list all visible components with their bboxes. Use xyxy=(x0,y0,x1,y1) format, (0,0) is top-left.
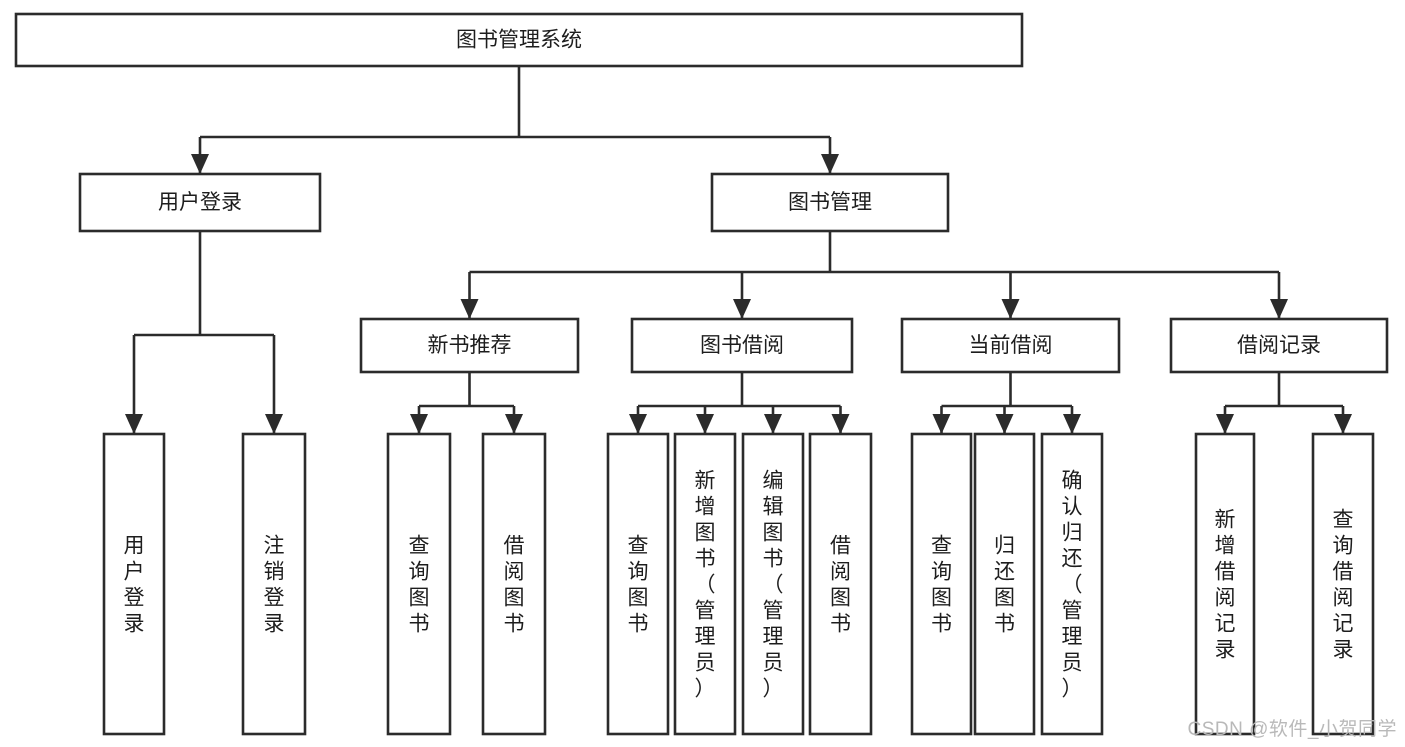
node-leaf-query-book-1-label: 查询图书 xyxy=(409,534,430,635)
node-leaf-user-logout-box[interactable] xyxy=(241,432,307,736)
node-leaf-add-record-label: 新增借阅记录 xyxy=(1215,508,1236,661)
arrow-head-icon xyxy=(696,414,714,434)
node-borrow-record[interactable]: 借阅记录 xyxy=(1169,317,1389,374)
node-leaf-user-logout[interactable]: 注销登录 xyxy=(241,432,307,736)
node-leaf-query-book-2-label: 查询图书 xyxy=(628,534,649,635)
node-leaf-edit-book-box[interactable] xyxy=(741,432,805,736)
arrow-head-icon xyxy=(1001,299,1020,319)
arrow-head-icon xyxy=(125,414,143,434)
node-leaf-query-record-box[interactable] xyxy=(1311,432,1375,736)
node-leaf-return-book-label: 归还图书 xyxy=(994,534,1015,635)
node-leaf-borrow-book-1[interactable]: 借阅图书 xyxy=(481,432,547,736)
arrow-head-icon xyxy=(764,414,782,434)
node-user-login-box[interactable] xyxy=(78,172,322,233)
node-root-root[interactable]: 图书管理系统 xyxy=(14,12,1024,68)
arrow-head-icon xyxy=(831,414,850,434)
arrow-head-icon xyxy=(932,414,951,434)
connector-edges xyxy=(125,66,1352,434)
node-leaf-confirm-return[interactable]: 确认归还（管理员） xyxy=(1040,432,1104,736)
node-leaf-query-book-2-box[interactable] xyxy=(606,432,670,736)
node-current-borrow-label: 当前借阅 xyxy=(969,334,1053,357)
node-borrow-record-box[interactable] xyxy=(1169,317,1389,374)
node-book-borrow[interactable]: 图书借阅 xyxy=(630,317,854,374)
node-borrow-record-label: 借阅记录 xyxy=(1237,334,1321,357)
node-leaf-query-book-2[interactable]: 查询图书 xyxy=(606,432,670,736)
arrow-head-icon xyxy=(629,414,647,434)
node-leaf-add-book[interactable]: 新增图书（管理员） xyxy=(673,432,737,736)
arrow-head-icon xyxy=(191,154,209,174)
arrow-head-icon xyxy=(1270,299,1288,319)
node-leaf-add-book-box[interactable] xyxy=(673,432,737,736)
node-leaf-user-login[interactable]: 用户登录 xyxy=(102,432,166,736)
node-leaf-borrow-book-2[interactable]: 借阅图书 xyxy=(808,432,873,736)
node-new-book-rec-label: 新书推荐 xyxy=(428,334,512,357)
node-new-book-rec[interactable]: 新书推荐 xyxy=(359,317,580,374)
node-leaf-edit-book[interactable]: 编辑图书（管理员） xyxy=(741,432,805,736)
arrow-head-icon xyxy=(410,414,428,434)
node-leaf-borrow-book-2-label: 借阅图书 xyxy=(830,534,851,635)
arrow-head-icon xyxy=(460,299,479,319)
diagram-nodes: 图书管理系统用户登录图书管理新书推荐图书借阅当前借阅借阅记录用户登录注销登录查询… xyxy=(14,12,1389,736)
arrow-head-icon xyxy=(733,299,751,319)
node-leaf-query-record-label: 查询借阅记录 xyxy=(1333,508,1354,661)
arrow-head-icon xyxy=(505,414,523,434)
node-user-login-label: 用户登录 xyxy=(158,191,242,214)
node-leaf-confirm-return-label: 确认归还（管理员） xyxy=(1062,469,1083,700)
node-book-manage-box[interactable] xyxy=(710,172,950,233)
node-leaf-user-login-label: 用户登录 xyxy=(124,534,145,635)
node-leaf-return-book-box[interactable] xyxy=(973,432,1036,736)
node-current-borrow-box[interactable] xyxy=(900,317,1121,374)
arrow-head-icon xyxy=(265,414,283,434)
node-leaf-add-record-box[interactable] xyxy=(1194,432,1256,736)
node-leaf-add-book-label: 新增图书（管理员） xyxy=(695,469,716,700)
node-leaf-return-book[interactable]: 归还图书 xyxy=(973,432,1036,736)
node-user-login[interactable]: 用户登录 xyxy=(78,172,322,233)
node-book-manage-label: 图书管理 xyxy=(788,191,872,214)
node-book-borrow-label: 图书借阅 xyxy=(700,334,784,357)
node-root-root-label: 图书管理系统 xyxy=(456,29,582,52)
node-leaf-borrow-book-1-box[interactable] xyxy=(481,432,547,736)
arrow-head-icon xyxy=(821,154,839,174)
node-leaf-borrow-book-2-box[interactable] xyxy=(808,432,873,736)
node-leaf-user-logout-label: 注销登录 xyxy=(264,534,285,635)
node-book-manage[interactable]: 图书管理 xyxy=(710,172,950,233)
node-leaf-borrow-book-1-label: 借阅图书 xyxy=(504,534,525,635)
node-book-borrow-box[interactable] xyxy=(630,317,854,374)
arrow-head-icon xyxy=(995,414,1014,434)
node-leaf-query-book-1-box[interactable] xyxy=(386,432,452,736)
node-current-borrow[interactable]: 当前借阅 xyxy=(900,317,1121,374)
node-leaf-add-record[interactable]: 新增借阅记录 xyxy=(1194,432,1256,736)
arrow-head-icon xyxy=(1334,414,1352,434)
node-root-root-box[interactable] xyxy=(14,12,1024,68)
node-leaf-query-book-3-box[interactable] xyxy=(910,432,973,736)
node-leaf-confirm-return-box[interactable] xyxy=(1040,432,1104,736)
arrow-head-icon xyxy=(1063,414,1081,434)
arrow-head-icon xyxy=(1216,414,1234,434)
node-new-book-rec-box[interactable] xyxy=(359,317,580,374)
node-leaf-query-record[interactable]: 查询借阅记录 xyxy=(1311,432,1375,736)
node-leaf-query-book-3[interactable]: 查询图书 xyxy=(910,432,973,736)
node-leaf-user-login-box[interactable] xyxy=(102,432,166,736)
node-leaf-query-book-3-label: 查询图书 xyxy=(931,534,952,635)
node-leaf-edit-book-label: 编辑图书（管理员） xyxy=(763,469,784,700)
node-leaf-query-book-1[interactable]: 查询图书 xyxy=(386,432,452,736)
